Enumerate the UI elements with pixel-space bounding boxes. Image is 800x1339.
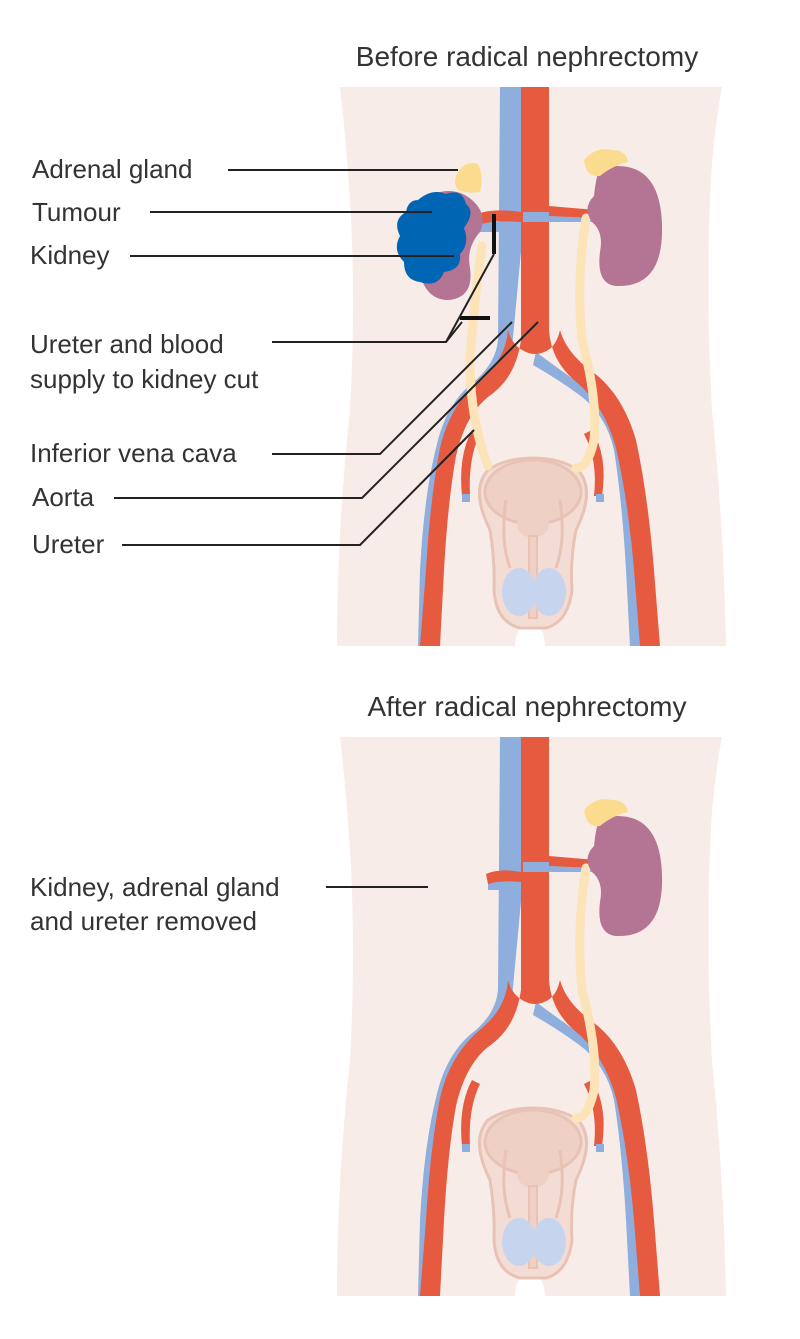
ivc-leader bbox=[272, 321, 513, 455]
label-adrenal-gland: Adrenal gland bbox=[32, 154, 192, 184]
ureter-leader bbox=[122, 429, 475, 546]
label-kidney: Kidney bbox=[30, 240, 110, 270]
panel-after: After radical nephrectomy Kidney, adrena… bbox=[30, 691, 726, 1296]
aorta-leader bbox=[114, 321, 539, 499]
left-ureter bbox=[465, 241, 493, 471]
ureter-cut-leader bbox=[445, 321, 463, 343]
tumour bbox=[396, 192, 471, 284]
label-tumour: Tumour bbox=[32, 197, 121, 227]
bladder-and-prostate bbox=[477, 456, 589, 630]
panel-after-title: After radical nephrectomy bbox=[367, 691, 686, 722]
left-vessel-stumps bbox=[486, 870, 521, 890]
label-removed-line2: and ureter removed bbox=[30, 906, 257, 936]
label-cut-line2: supply to kidney cut bbox=[30, 364, 259, 394]
label-inferior-vena-cava: Inferior vena cava bbox=[30, 438, 237, 468]
label-aorta: Aorta bbox=[32, 482, 95, 512]
panel-before: Before radical nephrectomy Adrenal gland bbox=[30, 41, 726, 646]
panel-before-title: Before radical nephrectomy bbox=[356, 41, 698, 72]
left-adrenal-gland bbox=[455, 163, 482, 193]
label-ureter: Ureter bbox=[32, 529, 105, 559]
label-removed-line1: Kidney, adrenal gland bbox=[30, 872, 280, 902]
bladder-and-prostate-after bbox=[477, 1106, 589, 1280]
label-cut-line1: Ureter and blood bbox=[30, 329, 224, 359]
